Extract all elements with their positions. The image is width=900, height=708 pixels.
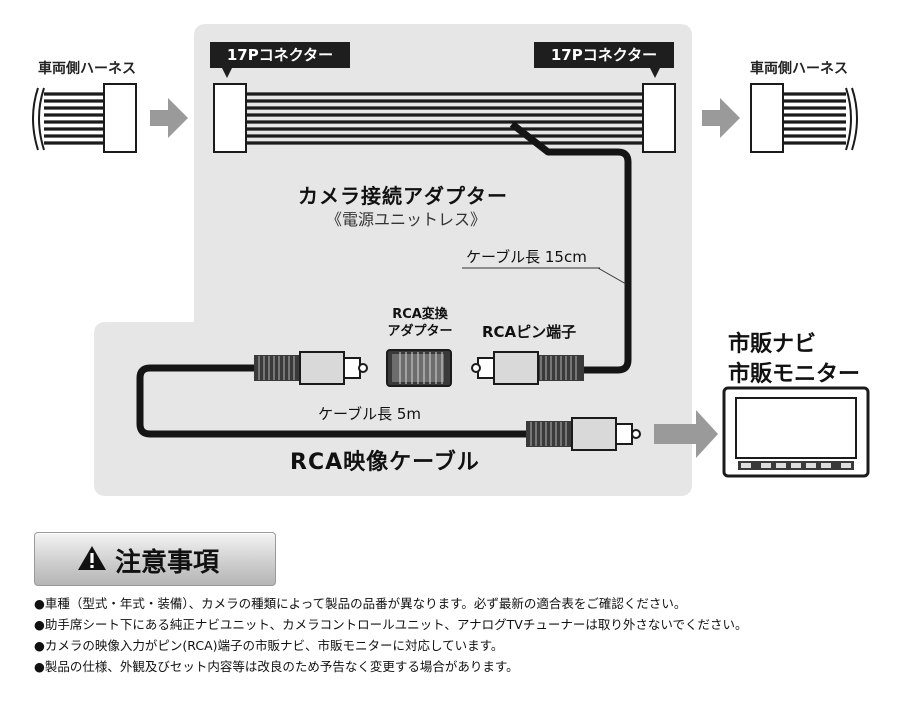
harness-connector-left (103, 83, 137, 153)
rca-adapter-label-line2: アダプター (387, 324, 453, 339)
cable-5m (136, 364, 530, 438)
arrow-left (150, 98, 188, 138)
cable-label-leader (597, 267, 627, 285)
adapter-title: カメラ接続アダプター (298, 184, 508, 208)
connection-diagram (32, 24, 870, 496)
monitor-icon (722, 386, 870, 478)
arrow-right (702, 98, 740, 138)
rca-pin-label: RCAピン端子 (482, 323, 577, 341)
left-harness (44, 92, 104, 145)
caution-note: ●カメラの映像入力がピン(RCA)端子の市販ナビ、市販モニターに対応しています。 (34, 638, 504, 653)
rca-adapter-label: RCA変換 アダプター (382, 306, 458, 340)
warning-icon (78, 546, 106, 570)
caution-banner: 注意事項 (34, 532, 276, 586)
adapter-subtitle: 《電源ユニットレス》 (326, 210, 487, 229)
right-harness (783, 92, 846, 145)
cable-length-15cm: ケーブル長 15cm (466, 248, 587, 266)
rca-pin-plug (471, 351, 584, 385)
rca-cable-label: RCA映像ケーブル (290, 450, 480, 475)
harness-cut-left (32, 87, 45, 151)
harness-label-right: 車両側ハーネス (750, 61, 848, 77)
connector-tag-pointer-left (222, 68, 232, 78)
cable-length-5m: ケーブル長 5m (318, 405, 422, 423)
harness-label-left: 車両側ハーネス (38, 61, 136, 77)
monitor-label: 市販ナビ 市販モニター (728, 330, 860, 390)
connector-tag-pointer-right (650, 68, 660, 78)
caution-notes: ●車種（型式・年式・装備）、カメラの種類によって製品の品番が異なります。必ず最新… (34, 593, 894, 677)
cable-15cm (509, 121, 632, 374)
connector-tag-left: 17Pコネクター (210, 42, 350, 68)
caution-note: ●助手席シート下にある純正ナビユニット、カメラコントロールユニット、アナログTV… (34, 617, 748, 632)
adapter-connector-left (213, 83, 247, 153)
monitor-label-line1: 市販ナビ (728, 332, 817, 357)
harness-connector-right (750, 83, 784, 153)
caution-note: ●車種（型式・年式・装備）、カメラの種類によって製品の品番が異なります。必ず最新… (34, 596, 687, 611)
adapter-wires (245, 92, 644, 145)
adapter-connector-right (642, 83, 676, 153)
rca-coupler (386, 349, 452, 387)
rca-plug-left (254, 351, 368, 385)
caution-title: 注意事項 (115, 548, 220, 578)
rca-plug-right (526, 417, 641, 451)
monitor-label-line2: 市販モニター (728, 362, 861, 387)
arrow-monitor (654, 410, 718, 458)
rca-adapter-label-line1: RCA変換 (392, 307, 448, 322)
connector-tag-right: 17Pコネクター (534, 42, 674, 68)
harness-cut-right (845, 87, 858, 151)
caution-note: ●製品の仕様、外観及びセット内容等は改良のため予告なく変更する場合があります。 (34, 659, 519, 674)
